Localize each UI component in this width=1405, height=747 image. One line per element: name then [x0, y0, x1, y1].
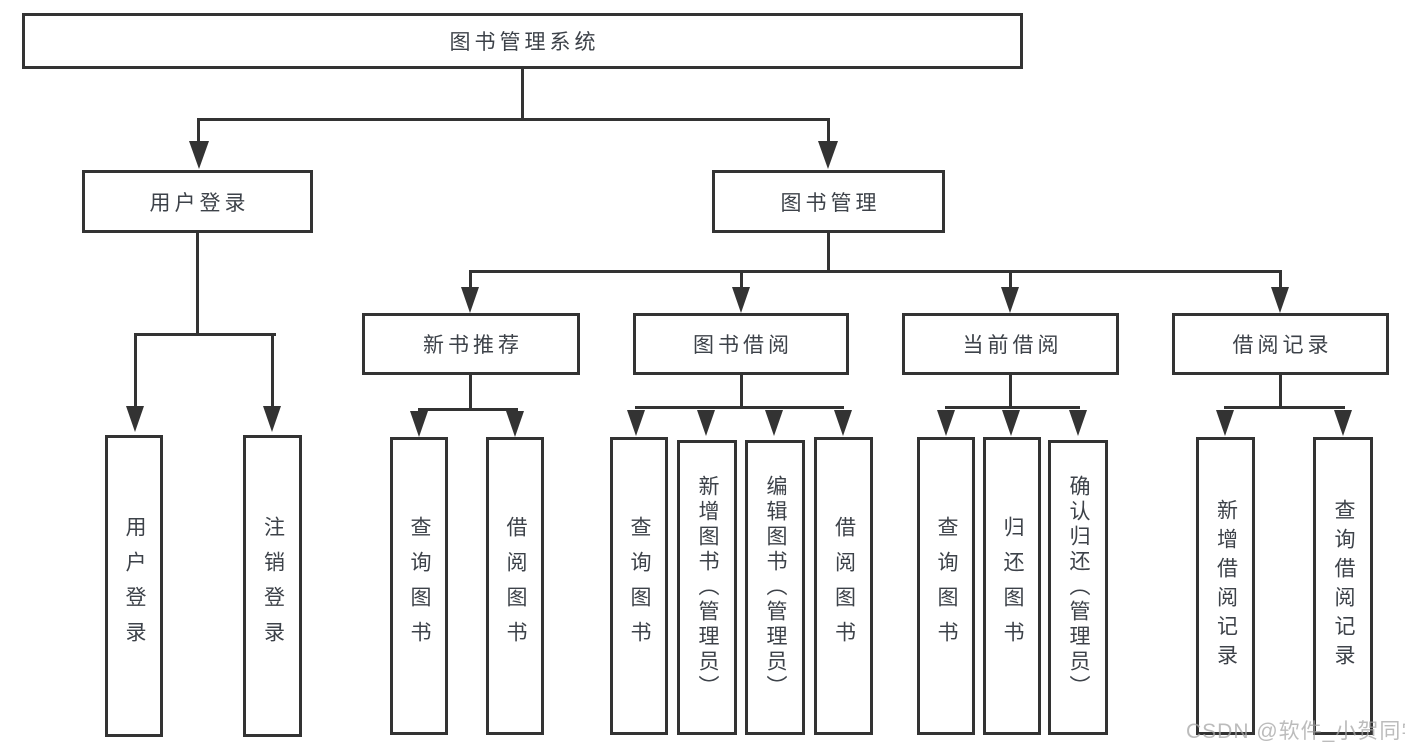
node-leaf-add-borrow-record: 新增借阅记录	[1196, 437, 1255, 735]
connector-line	[271, 336, 274, 406]
connector-line	[134, 336, 137, 406]
node-leaf-borrow-borrow-books: 借阅图书	[814, 437, 873, 735]
connector-line	[196, 233, 199, 336]
arrow-down	[1001, 287, 1019, 313]
arrow-down	[263, 406, 281, 432]
node-leaf-current-query-books: 查询图书	[917, 437, 975, 735]
node-leaf-confirm-return-admin: 确认归还（管理员）	[1048, 440, 1108, 735]
node-leaf-logout: 注销登录	[243, 435, 302, 737]
connector-line	[635, 406, 844, 409]
arrow-down	[818, 141, 838, 169]
node-book-borrowing: 图书借阅	[633, 313, 849, 375]
node-borrowing-records: 借阅记录	[1172, 313, 1389, 375]
connector-line	[521, 69, 524, 118]
arrow-down	[410, 411, 428, 437]
connector-line	[740, 375, 743, 406]
connector-line	[418, 408, 518, 411]
connector-line	[1279, 273, 1282, 289]
arrow-down	[1271, 287, 1289, 313]
node-new-book-recommend: 新书推荐	[362, 313, 580, 375]
arrow-down	[834, 410, 852, 436]
node-leaf-rec-borrow-books: 借阅图书	[486, 437, 544, 735]
connector-line	[740, 273, 743, 289]
connector-line	[827, 121, 830, 148]
arrow-down	[765, 410, 783, 436]
arrow-down	[627, 410, 645, 436]
connector-line	[197, 118, 830, 121]
connector-line	[469, 375, 472, 408]
arrow-down	[461, 287, 479, 313]
connector-line	[1279, 375, 1282, 406]
node-book-management: 图书管理	[712, 170, 945, 233]
watermark: CSDN @软件_小贺同学	[1186, 720, 1405, 743]
node-leaf-query-borrow-record: 查询借阅记录	[1313, 437, 1373, 735]
node-leaf-return-books: 归还图书	[983, 437, 1041, 735]
connector-line	[469, 270, 1282, 273]
connector-line	[134, 333, 276, 336]
arrow-down	[1334, 410, 1352, 436]
arrow-down	[189, 141, 209, 169]
connector-line	[1009, 375, 1012, 406]
node-library-management-system: 图书管理系统	[22, 13, 1023, 69]
connector-line	[197, 121, 200, 148]
connector-line	[1224, 406, 1345, 409]
node-leaf-add-books-admin: 新增图书（管理员）	[677, 440, 737, 735]
connector-line	[1009, 273, 1012, 289]
node-leaf-edit-books-admin: 编辑图书（管理员）	[745, 440, 805, 735]
arrow-down	[126, 406, 144, 432]
arrow-down	[697, 410, 715, 436]
connector-line	[945, 406, 1080, 409]
arrow-down	[937, 410, 955, 436]
arrow-down	[1069, 410, 1087, 436]
node-user-login: 用户登录	[82, 170, 313, 233]
arrow-down	[506, 411, 524, 437]
connector-line	[469, 273, 472, 289]
node-leaf-user-login: 用户登录	[105, 435, 163, 737]
arrow-down	[1002, 410, 1020, 436]
arrow-down	[732, 287, 750, 313]
connector-line	[827, 233, 830, 273]
node-leaf-borrow-query-books: 查询图书	[610, 437, 668, 735]
node-current-borrowing: 当前借阅	[902, 313, 1119, 375]
arrow-down	[1216, 410, 1234, 436]
node-leaf-rec-query-books: 查询图书	[390, 437, 448, 735]
